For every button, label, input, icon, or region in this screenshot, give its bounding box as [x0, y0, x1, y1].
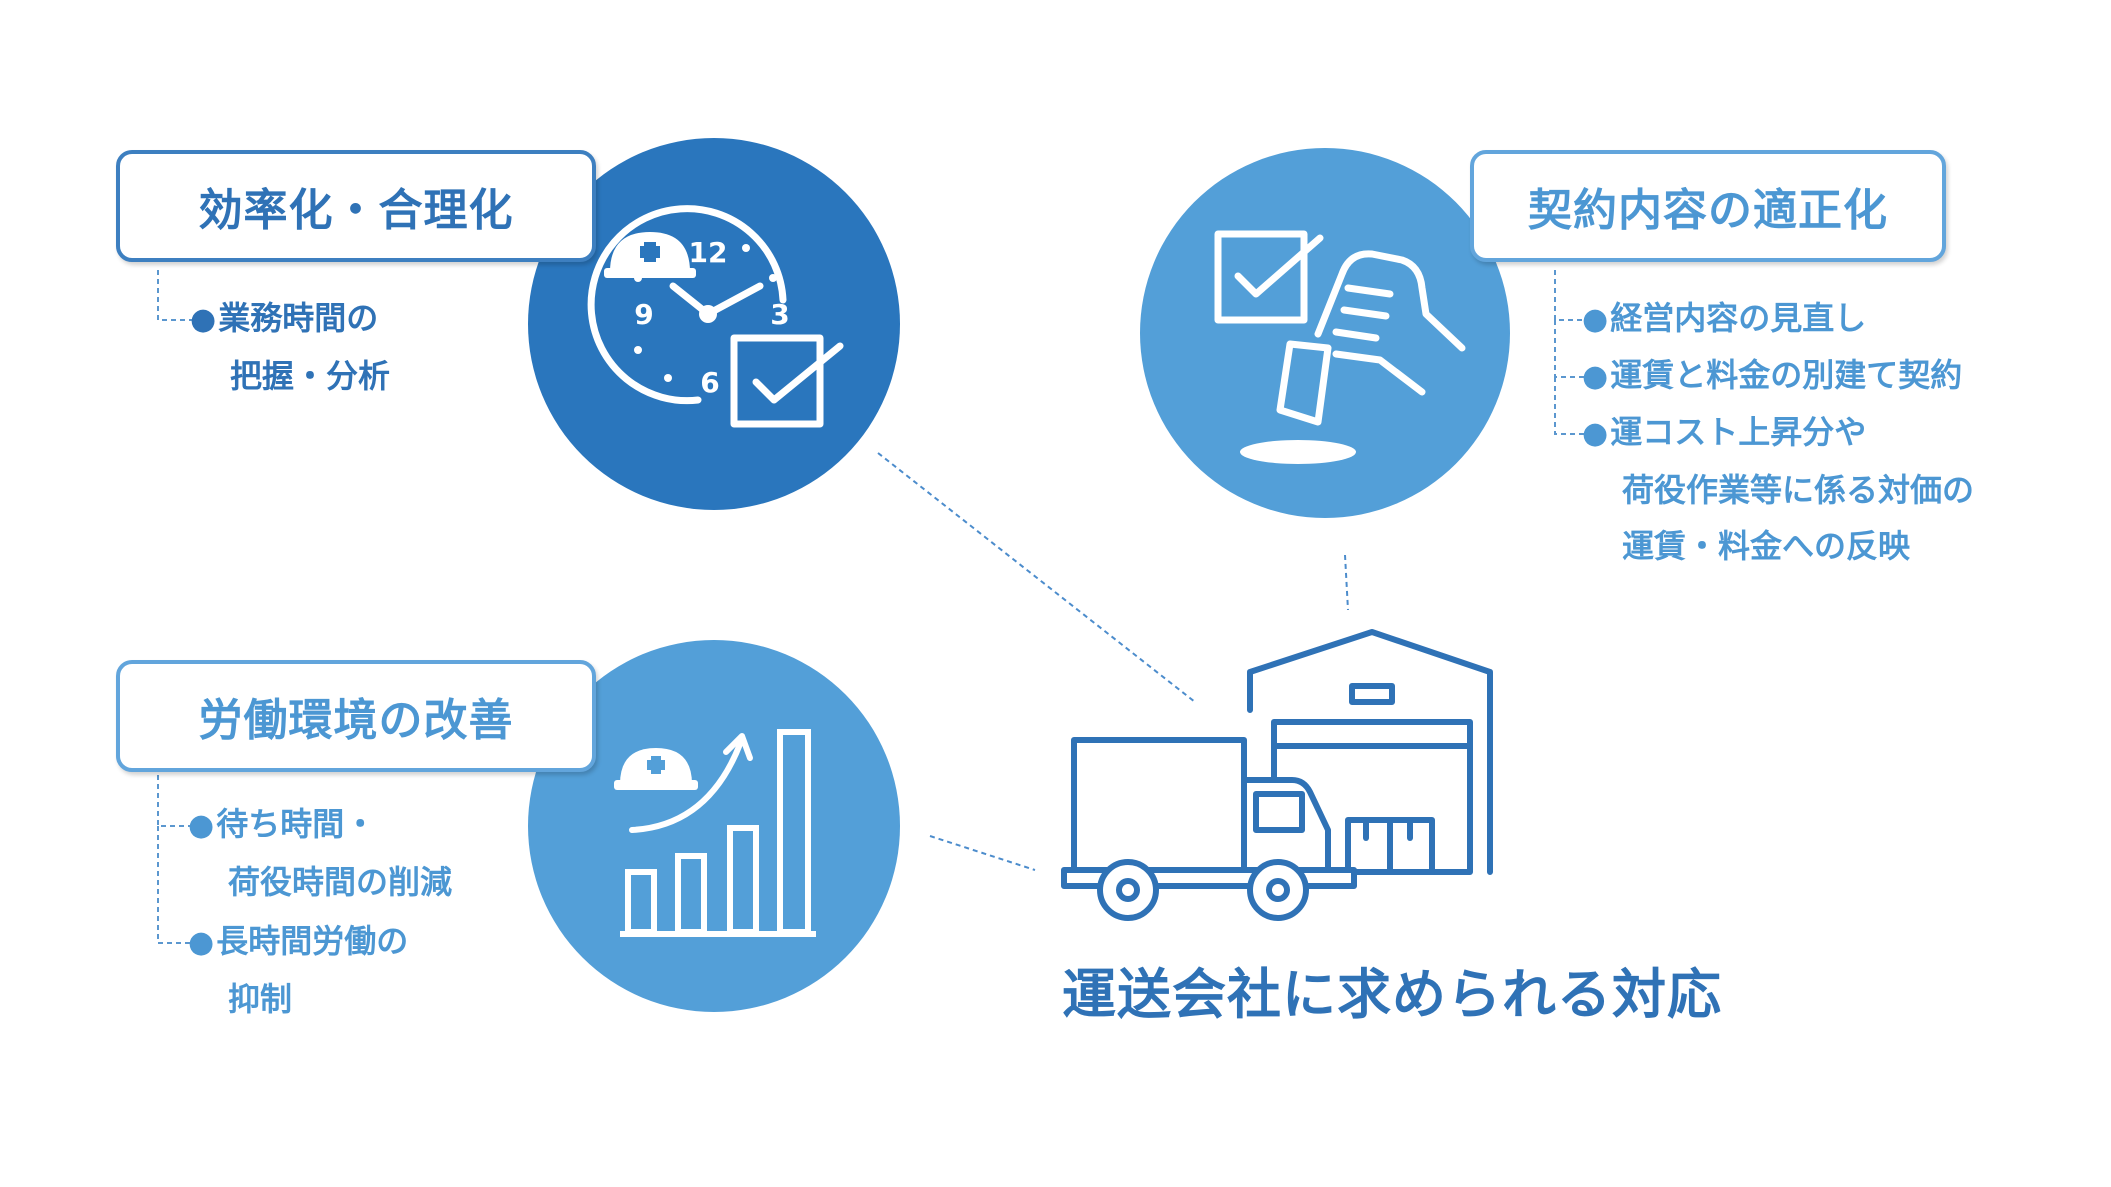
clock-number-3: 3	[770, 298, 789, 331]
connector-efficiency	[877, 452, 1196, 703]
labor-circle	[528, 640, 900, 1012]
bracket-labor-1	[157, 775, 195, 827]
contract-item-2-line1: 運賃と料金の別建て契約	[1610, 356, 1963, 394]
labor-item-2-line2: 抑制	[228, 980, 293, 1018]
hard-hat-icon	[614, 748, 698, 790]
efficiency-item-1-line1: 業務時間の	[218, 299, 379, 337]
contract-item-3-line1: 運コスト上昇分や	[1610, 413, 1867, 451]
growth-chart-icon	[614, 729, 816, 937]
bracket-efficiency	[157, 270, 198, 321]
contract-circle	[1140, 148, 1510, 518]
labor-title: 労働環境の改善	[198, 695, 514, 746]
bullet-icon: ●	[188, 925, 215, 960]
stamp-checkbox-icon	[1214, 230, 1466, 464]
bullet-icon: ●	[190, 302, 217, 337]
contract-title: 契約内容の適正化	[1528, 185, 1888, 236]
contract-item-2: ●運賃と料金の別建て契約	[1582, 347, 1962, 405]
efficiency-item-1: ●業務時間の 把握・分析	[190, 290, 390, 404]
labor-title-box: 労働環境の改善	[116, 660, 596, 772]
connector-contract	[1344, 554, 1349, 611]
connector-labor	[929, 835, 1036, 871]
efficiency-title: 効率化・合理化	[198, 185, 514, 236]
labor-item-2: ●長時間労働の 抑制	[188, 913, 408, 1027]
efficiency-item-1-line2: 把握・分析	[230, 357, 391, 395]
truck-warehouse-icon	[1061, 629, 1493, 921]
bullet-icon: ●	[188, 808, 215, 843]
labor-item-2-line1: 長時間労働の	[216, 922, 409, 960]
labor-item-1-line2: 荷役時間の削減	[228, 863, 453, 901]
clock-checkbox-icon: 12 3 6 9	[587, 205, 844, 428]
contract-item-1: ●経営内容の見直し	[1582, 290, 1866, 348]
labor-item-1: ●待ち時間・ 荷役時間の削減	[188, 796, 452, 910]
efficiency-title-box: 効率化・合理化	[116, 150, 596, 262]
bracket-labor-2	[157, 826, 195, 944]
bullet-icon: ●	[1582, 302, 1609, 337]
efficiency-circle: 12 3 6 9	[528, 138, 900, 510]
contract-title-box: 契約内容の適正化	[1470, 150, 1946, 262]
center-title: 運送会社に求められる対応	[1062, 963, 1722, 1026]
contract-item-3-line3: 運賃・料金への反映	[1622, 527, 1911, 565]
clock-number-12: 12	[689, 236, 728, 269]
clock-number-9: 9	[634, 298, 653, 331]
contract-item-1-line1: 経営内容の見直し	[1610, 299, 1867, 337]
contract-item-3: ●運コスト上昇分や 荷役作業等に係る対価の 運賃・料金への反映	[1582, 404, 1974, 574]
labor-item-1-line1: 待ち時間・	[216, 805, 377, 843]
contract-item-3-line2: 荷役作業等に係る対価の	[1622, 471, 1975, 509]
clock-number-6: 6	[700, 366, 719, 399]
bullet-icon: ●	[1582, 416, 1609, 451]
bullet-icon: ●	[1582, 359, 1609, 394]
bracket-contract-3	[1554, 377, 1590, 435]
hard-hat-icon	[604, 232, 696, 278]
